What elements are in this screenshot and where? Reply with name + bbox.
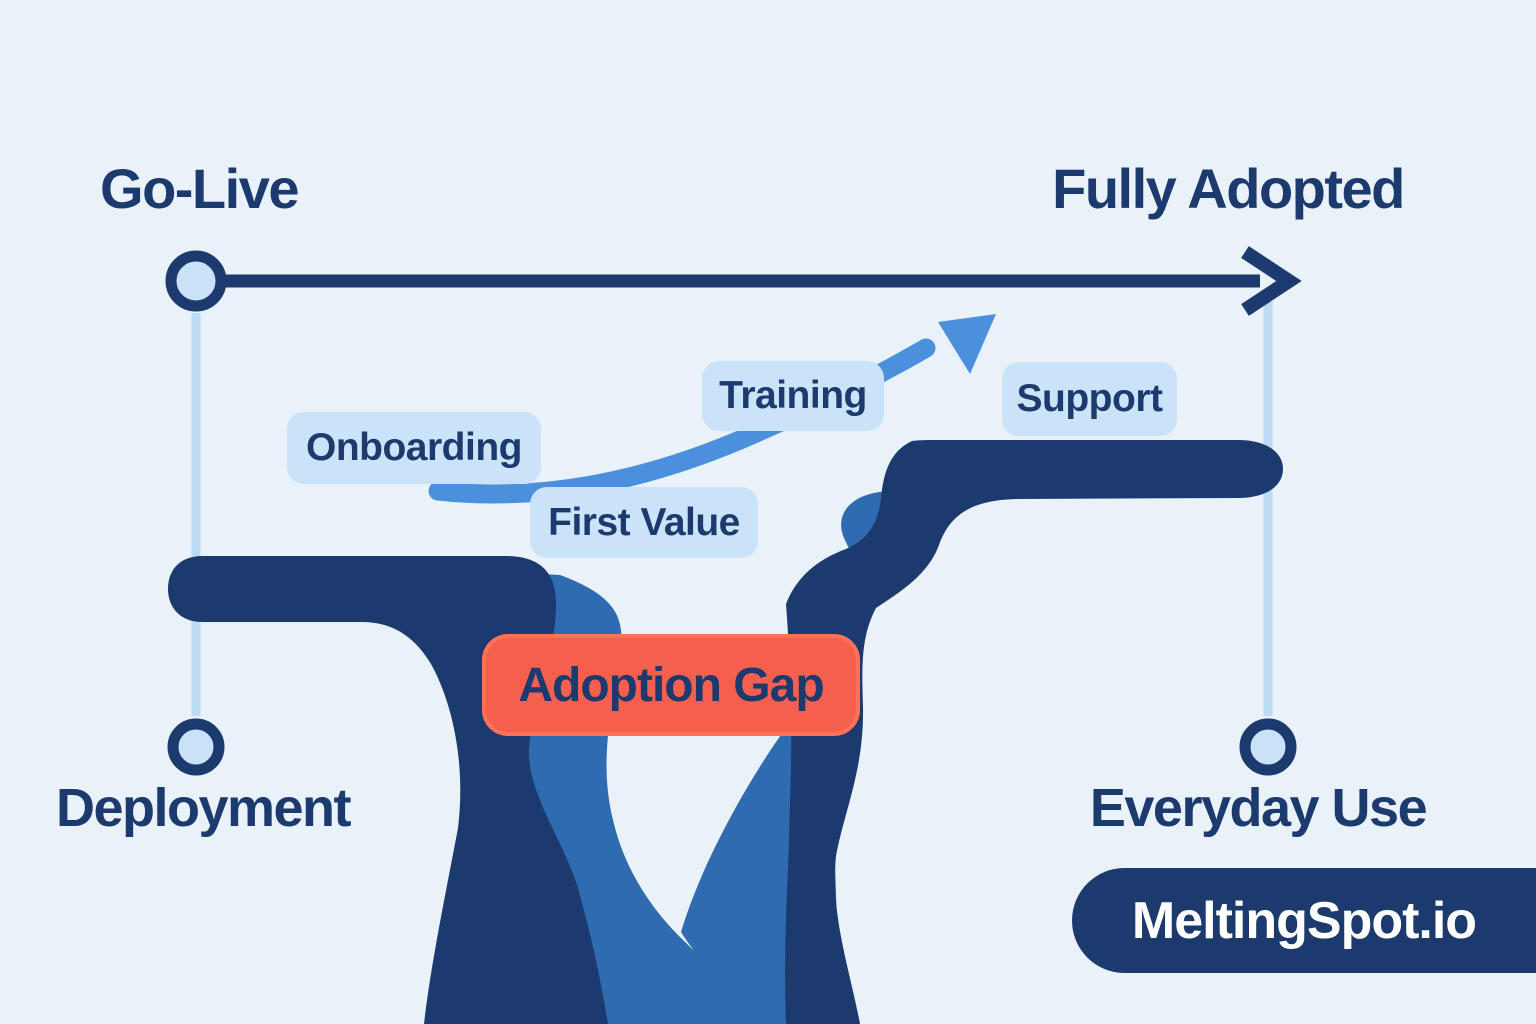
timeline-arrowhead-icon [1241,246,1302,316]
step-chip-first-value: First Value [530,487,758,558]
timeline-start-node [165,250,227,312]
everyday-use-node [1239,718,1297,776]
adoption-gap-callout: Adoption Gap [482,634,860,736]
step-chip-training: Training [702,361,884,431]
brand-badge: MeltingSpot.io [1072,868,1536,973]
deployment-node [167,718,225,776]
deployment-label: Deployment [55,778,352,838]
right-cliff-shape [785,440,1283,1024]
fully-adopted-label: Fully Adopted [1052,157,1405,220]
adoption-curve-arrowhead-icon [938,314,996,374]
brand-name: MeltingSpot.io [1131,891,1477,950]
go-live-label: Go-Live [100,157,299,220]
everyday-use-label: Everyday Use [1089,778,1428,838]
step-chip-onboarding: Onboarding [287,412,541,484]
step-chip-support: Support [1002,362,1177,436]
